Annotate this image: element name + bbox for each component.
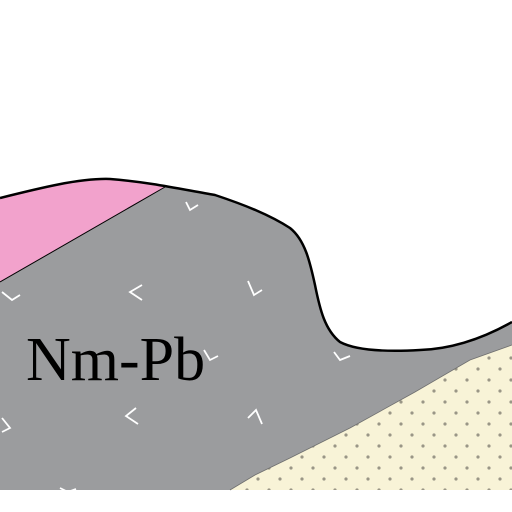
chevron-mark xyxy=(1,417,12,433)
pink-unit xyxy=(0,178,165,282)
dotted-sediment-pattern xyxy=(230,345,512,490)
unit-label-nm-pb: Nm-Pb xyxy=(26,326,205,394)
chevron-mark xyxy=(185,201,199,212)
chevron-mark xyxy=(124,407,139,425)
topographic-outline xyxy=(0,177,512,352)
pink-gray-contact xyxy=(0,186,166,283)
gray-volcanic-unit xyxy=(0,178,512,490)
volcanic-symbols xyxy=(1,201,351,493)
chevron-mark xyxy=(59,487,77,493)
chevron-mark xyxy=(333,351,351,362)
gray-sediment-contact xyxy=(229,344,512,491)
chevron-mark xyxy=(203,349,219,362)
chevron-mark xyxy=(128,284,143,301)
chevron-mark xyxy=(247,408,263,425)
chevron-mark xyxy=(1,291,21,302)
chevron-mark xyxy=(247,280,263,297)
